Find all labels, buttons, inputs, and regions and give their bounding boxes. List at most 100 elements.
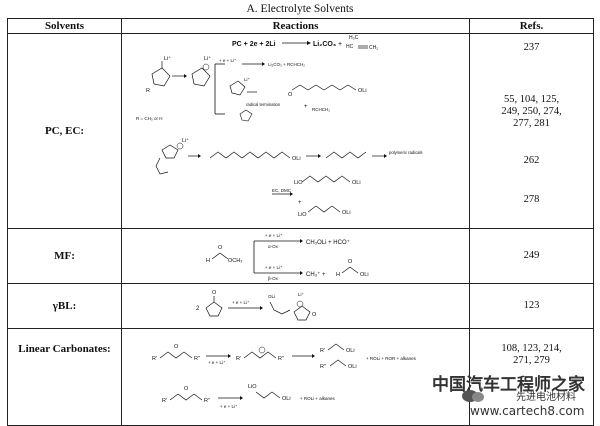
gbl-coefficient: 2 [196, 306, 200, 312]
arrow-head [300, 271, 303, 275]
solvent-label: Linear Carbonates: [7, 328, 122, 426]
radical-mark [296, 300, 304, 308]
carbonyl-o: O [288, 92, 293, 98]
gbl-ring [205, 301, 223, 317]
carbonate-radical [243, 351, 277, 359]
pc1-hc: HC [346, 44, 354, 50]
oli-label: OLi [358, 88, 367, 94]
lio-label: LiO [298, 212, 307, 218]
arrow-head [184, 74, 187, 78]
carbonate [159, 351, 193, 359]
lio-label: LiO [294, 180, 303, 186]
table-row: γBL: 2 O + e + Li⁺ OLi Li⁺ O [7, 283, 594, 329]
gbl-e-li: + e + Li⁺ [232, 300, 250, 305]
polymer-chain [209, 151, 291, 159]
oli-label: OLi [352, 180, 361, 186]
lc-product-2: + ROLi + alkanes [300, 396, 336, 401]
radical-mark [258, 346, 266, 354]
li-label: Li⁺ [204, 55, 211, 62]
table-row: MF: H OCH₃ O + e + Li⁺ α-Ox + e + Li⁺ β-… [7, 228, 594, 284]
table-title: A. Electrolyte Solvents [246, 3, 354, 15]
mf-path2: β-Ox [268, 276, 279, 281]
carbonyl-o: O [348, 259, 353, 265]
refs-cell: 237 55, 104, 125, 249, 250, 274, 277, 28… [469, 33, 594, 229]
mf-path1: α-Ox [268, 244, 279, 249]
reaction-cell: 2 O + e + Li⁺ OLi Li⁺ O [121, 283, 470, 329]
lc-r: R' [162, 398, 167, 404]
oli-label: OLi [342, 210, 351, 216]
rchch2-label: RCHCH₂ [312, 107, 330, 112]
lc-lio: LiO [248, 384, 257, 390]
ref-text: 262 [523, 155, 540, 166]
radical-mark [202, 63, 210, 71]
solvent-label: γBL: [7, 283, 122, 329]
solvent-reactions-table: Solvents Reactions Refs. PC, EC: PC + 2e… [7, 18, 594, 426]
lc-r2: R'' [320, 364, 326, 370]
ref-text: 277, 281 [513, 118, 550, 129]
linear-carbonates-diagram: R' R'' O + e + Li⁺ R' R'' R' OLi [152, 343, 417, 409]
polymeric-radicals: polymeric radicals [389, 150, 423, 155]
pc-ring-open [229, 80, 246, 96]
pc-ring-radical [191, 67, 211, 87]
plus: + [338, 41, 342, 48]
lc-product-1: + ROLi + ROR + alkanes [366, 356, 417, 361]
lc-r2: R'' [194, 356, 200, 362]
arrow-head [240, 396, 243, 400]
plus: + [304, 104, 308, 110]
arrow-head [198, 154, 201, 158]
reaction-cell: H OCH₃ O + e + Li⁺ α-Ox + e + Li⁺ β-Ox C… [121, 228, 470, 284]
mf-e-li: + e + Li⁺ [265, 265, 283, 270]
product [327, 343, 345, 351]
header-reactions: Reactions [121, 18, 470, 34]
carbonyl-o: O [212, 290, 217, 296]
solvent-label: PC, EC: [7, 33, 122, 229]
chain [269, 301, 291, 315]
ref-text: 249 [469, 228, 594, 284]
mf-h: H [336, 272, 340, 278]
product-chain-2 [307, 205, 341, 213]
polymer-chain-2 [325, 151, 367, 159]
arrow-head [260, 306, 263, 310]
reaction-cell: PC + 2e + 2Li Li₂CO₃ + H₃C HC CH₂ Li⁺ R [121, 33, 470, 229]
mf-molecule [211, 252, 229, 260]
arrow-head [300, 239, 303, 243]
radical-mark [176, 142, 184, 150]
mf-e-li: + e + Li⁺ [265, 233, 283, 238]
ref-text: 249, 250, 274, [501, 106, 562, 117]
lc-r: R' [152, 356, 157, 362]
pc1-reactants: PC + 2e + 2Li [232, 41, 276, 48]
arrow-head [318, 154, 321, 158]
ec-dmc-label: EC, DMC [272, 188, 292, 193]
r-definition: R = CH₃ or H [136, 116, 162, 121]
oxalate [255, 391, 281, 399]
ref-text: 123 [469, 283, 594, 329]
radical-termination: radical termination [246, 102, 281, 107]
gbl-ring-product [293, 305, 311, 321]
lc-r: R' [320, 348, 325, 354]
lc-r2: R'' [204, 398, 210, 404]
mf-product-1: CH₃OLi + HCO⁺ [306, 239, 350, 246]
e-li-label: + e + Li⁺ [219, 58, 237, 63]
lc-r: R' [236, 356, 241, 362]
mf-och3: OCH₃ [228, 258, 242, 264]
pc-ec-reactions-diagram: PC + 2e + 2Li Li₂CO₃ + H₃C HC CH₂ Li⁺ R [136, 35, 423, 218]
pc1-ch2: CH₂ [369, 45, 378, 51]
carbonyl-o: O [184, 386, 189, 392]
plus: + [298, 200, 302, 206]
lc-e-li: + e + Li⁺ [220, 404, 238, 409]
li-label: Li⁺ [164, 55, 171, 62]
pc1-product-li2co3: Li₂CO₃ [313, 41, 336, 48]
table-row: Linear Carbonates: R' R'' O + e + Li⁺ R'… [7, 328, 594, 426]
arrow-head [312, 354, 315, 358]
watermark-url: www.cartech8.com [470, 404, 585, 418]
arrow-head [384, 154, 387, 158]
carbonate [169, 393, 203, 401]
arrow-head [262, 62, 265, 66]
header-row: Solvents Reactions Refs. [7, 18, 594, 34]
ring-o: O [312, 312, 317, 318]
lc-oli: OLi [348, 364, 357, 370]
carbonyl-o: O [174, 344, 179, 350]
mf-product-2: CH₃⁺ + [306, 271, 326, 278]
li2co3-products: Li₂CO₃ + RCHCH₂ [268, 62, 305, 67]
mf-reactions-diagram: H OCH₃ O + e + Li⁺ α-Ox + e + Li⁺ β-Ox C… [206, 233, 369, 281]
